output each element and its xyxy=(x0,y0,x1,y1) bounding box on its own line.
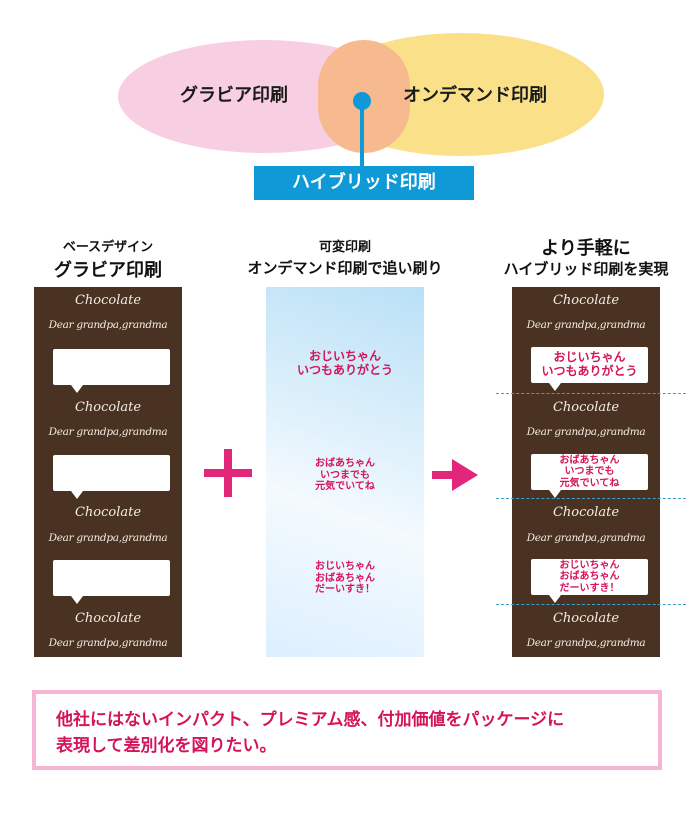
dear-text: Dear grandpa,grandma xyxy=(526,319,646,331)
dear-text: Dear grandpa,grandma xyxy=(48,426,168,438)
gravure-label: グラビア印刷 xyxy=(180,85,288,106)
connector-dot xyxy=(353,92,371,110)
message-bubble: おじいちゃん おばあちゃん だーいすき！ xyxy=(531,559,648,603)
result-line1: より手軽に xyxy=(541,238,631,259)
message-line: 元気でいてね xyxy=(315,481,375,492)
message-bubble: おじいちゃん いつもありがとう xyxy=(531,347,648,391)
message-line: だーいすき！ xyxy=(559,582,620,594)
message-bubble-blank xyxy=(53,560,170,604)
chocolate-brand: Chocolate xyxy=(74,505,142,520)
arrow-right-icon xyxy=(432,471,454,479)
hybrid-print-label: ハイブリッド印刷 xyxy=(254,166,474,200)
dear-text: Dear grandpa,grandma xyxy=(48,532,168,544)
chocolate-brand: Chocolate xyxy=(74,400,142,415)
message-line: おばあちゃん xyxy=(315,572,375,584)
dear-text: Dear grandpa,grandma xyxy=(526,426,646,438)
message-1: おじいちゃん いつもありがとう xyxy=(266,349,424,378)
result-line2: ハイブリッド印刷を実現 xyxy=(503,260,669,278)
message-line: おじいちゃん xyxy=(553,350,626,365)
summary-box: 他社にはないインパクト、プレミアム感、付加価値をパッケージに 表現して差別化を図… xyxy=(32,690,662,770)
cut-line xyxy=(496,498,686,499)
message-line: おばあちゃん xyxy=(315,458,375,469)
connector-line xyxy=(360,108,364,170)
arrow-right-icon xyxy=(452,459,478,491)
dear-text: Dear grandpa,grandma xyxy=(48,637,168,649)
message-line: おばあちゃん xyxy=(559,454,620,466)
chocolate-brand: Chocolate xyxy=(552,505,620,520)
message-line: いつもありがとう xyxy=(541,364,638,378)
variable-print-line1: 可変印刷 xyxy=(318,240,371,255)
message-line: いつまでも xyxy=(564,466,615,478)
message-2: おばあちゃん いつまでも 元気でいてね xyxy=(531,454,648,490)
message-line: おじいちゃん xyxy=(308,349,381,363)
message-line: だーいすき！ xyxy=(315,584,375,595)
message-2: おばあちゃん いつまでも 元気でいてね xyxy=(266,458,424,493)
message-line: 元気でいてね xyxy=(559,477,620,489)
summary-text: 他社にはないインパクト、プレミアム感、付加価値をパッケージに 表現して差別化を図… xyxy=(56,707,646,759)
dear-text: Dear grandpa,grandma xyxy=(48,319,168,331)
dear-text: Dear grandpa,grandma xyxy=(526,532,646,544)
chocolate-brand: Chocolate xyxy=(552,400,620,415)
variable-print-sheet: おじいちゃん いつもありがとう おばあちゃん いつまでも 元気でいてね おじいち… xyxy=(266,287,424,657)
message-3: おじいちゃん おばあちゃん だーいすき！ xyxy=(266,561,424,596)
variable-print-line2: オンデマンド印刷で追い刷り xyxy=(247,259,443,277)
message-line: おじいちゃん xyxy=(559,559,620,571)
message-line: いつもありがとう xyxy=(296,362,393,377)
cut-line xyxy=(496,393,686,394)
message-line: おじいちゃん xyxy=(315,561,375,572)
plus-icon xyxy=(224,449,232,497)
message-bubble-blank xyxy=(53,455,170,499)
message-3: おじいちゃん おばあちゃん だーいすき！ xyxy=(531,559,648,595)
summary-line: 表現して差別化を図りたい。 xyxy=(56,736,277,756)
chocolate-brand: Chocolate xyxy=(74,611,142,626)
base-design-sub: ベースデザイン xyxy=(62,240,154,255)
base-design-panel: Chocolate Dear grandpa,grandma Chocolate… xyxy=(34,287,182,657)
chocolate-brand: Chocolate xyxy=(552,293,620,308)
base-design-title: グラビア印刷 xyxy=(54,260,162,281)
chocolate-brand: Chocolate xyxy=(74,293,142,308)
result-panel: Chocolate Dear grandpa,grandma おじいちゃん いつ… xyxy=(512,287,660,657)
dear-text: Dear grandpa,grandma xyxy=(526,637,646,649)
message-1: おじいちゃん いつもありがとう xyxy=(531,347,648,383)
message-line: おばあちゃん xyxy=(559,571,620,583)
message-bubble: おばあちゃん いつまでも 元気でいてね xyxy=(531,454,648,498)
ondemand-label: オンデマンド印刷 xyxy=(403,85,547,106)
summary-line: 他社にはないインパクト、プレミアム感、付加価値をパッケージに xyxy=(56,710,565,730)
cut-line xyxy=(496,604,686,605)
chocolate-brand: Chocolate xyxy=(552,611,620,626)
message-line: いつまでも xyxy=(320,469,370,481)
message-bubble-blank xyxy=(53,349,170,393)
